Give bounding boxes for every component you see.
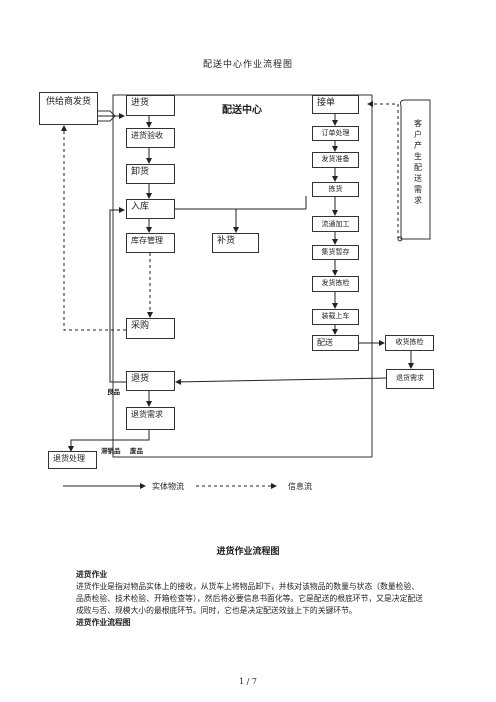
page-title: 配送中心作业流程图: [202, 60, 293, 70]
section-title: 进货作业流程图: [216, 547, 280, 557]
box-inventory: 库存管理: [126, 233, 175, 253]
label-good: 良品: [107, 388, 120, 396]
page-number: 1 / 7: [239, 677, 257, 686]
section-paragraph: 进货作业是指对物品实体上的接收，从货车上将物品卸下，并核对该物品的数量与状态（数…: [76, 582, 423, 615]
box-return-goods: 退货: [126, 371, 175, 391]
box-customer-accept: 收货拣检: [385, 335, 434, 351]
section-body: 进货作业 进货作业是指对物品实体上的接收，从货车上将物品卸下，并核对该物品的数量…: [76, 569, 424, 629]
box-deliver: 配送: [312, 335, 359, 351]
box-load: 装载上车: [312, 309, 359, 325]
box-customer-return: 退货需求: [386, 369, 434, 389]
supplier-box: 供给商发货: [39, 92, 98, 125]
box-receive-order: 接单: [312, 95, 359, 114]
box-stage: 集货暂存: [312, 245, 359, 260]
box-store: 入库: [126, 199, 175, 219]
legend-physical: 实体物流: [152, 482, 184, 491]
legend-info: 信息流: [288, 482, 312, 491]
supplier-label: 供给商发货: [46, 97, 92, 107]
center-label: 配送中心: [222, 105, 262, 116]
box-return-demand: 退货需求: [126, 407, 175, 430]
label-waste: 废品: [130, 447, 143, 455]
box-check: 发货拣检: [312, 276, 359, 292]
section-heading: 进货作业: [76, 570, 108, 579]
label-defect: 滞销品: [101, 447, 121, 455]
box-inspect: 进货验收: [126, 128, 175, 148]
section-subheading: 进货作业流程图: [76, 618, 131, 627]
box-order-process: 订单处理: [312, 126, 359, 141]
box-process: 流通加工: [312, 216, 359, 232]
box-purchase: 采购: [126, 318, 175, 339]
box-return-process: 退货处理: [48, 451, 97, 469]
box-unload: 卸货: [126, 164, 175, 184]
customer-scroll-label: 客户产生配送需求: [414, 119, 422, 205]
box-pick: 拣货: [312, 182, 359, 197]
box-prepare: 发货准备: [312, 152, 359, 168]
box-replenish: 补货: [212, 233, 259, 253]
box-receive: 进货: [126, 95, 175, 116]
